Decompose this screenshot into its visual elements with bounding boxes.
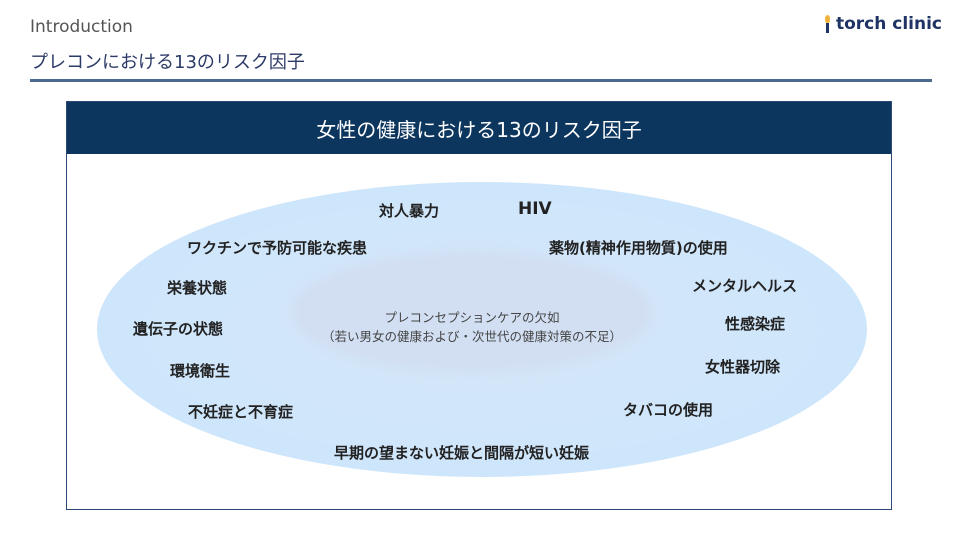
- section-label: Introduction: [30, 17, 133, 37]
- center-text-2: （若い男女の健康および・次世代の健康対策の不足）: [321, 329, 622, 344]
- factor: 遺伝子の状態: [133, 320, 224, 338]
- factor: メンタルヘルス: [692, 277, 798, 295]
- torch-icon: [824, 15, 831, 33]
- center-text-1: プレコンセプションケアの欠如: [384, 310, 560, 325]
- divider: [30, 79, 932, 82]
- page-title: プレコンにおける13のリスク因子: [30, 52, 305, 73]
- diagram-title: 女性の健康における13のリスク因子: [67, 102, 891, 154]
- logo: torch clinic: [824, 14, 942, 34]
- factor: 環境衛生: [170, 362, 231, 380]
- factor: 薬物(精神作用物質)の使用: [549, 239, 728, 257]
- logo-text: torch clinic: [835, 14, 942, 34]
- inner-ellipse: [297, 257, 647, 367]
- factor: 対人暴力: [379, 202, 440, 220]
- factor: HIV: [518, 199, 552, 219]
- factor: 女性器切除: [705, 358, 781, 376]
- factor: タバコの使用: [623, 401, 714, 419]
- diagram-box: 女性の健康における13のリスク因子 プレコンセプションケアの欠如 （若い男女の健…: [66, 101, 892, 510]
- factor: 栄養状態: [167, 279, 228, 297]
- factor: 性感染症: [725, 315, 786, 333]
- factor: 不妊症と不育症: [188, 403, 294, 421]
- factor: 早期の望まない妊娠と間隔が短い妊娠: [334, 444, 590, 462]
- factor: ワクチンで予防可能な疾患: [187, 239, 368, 257]
